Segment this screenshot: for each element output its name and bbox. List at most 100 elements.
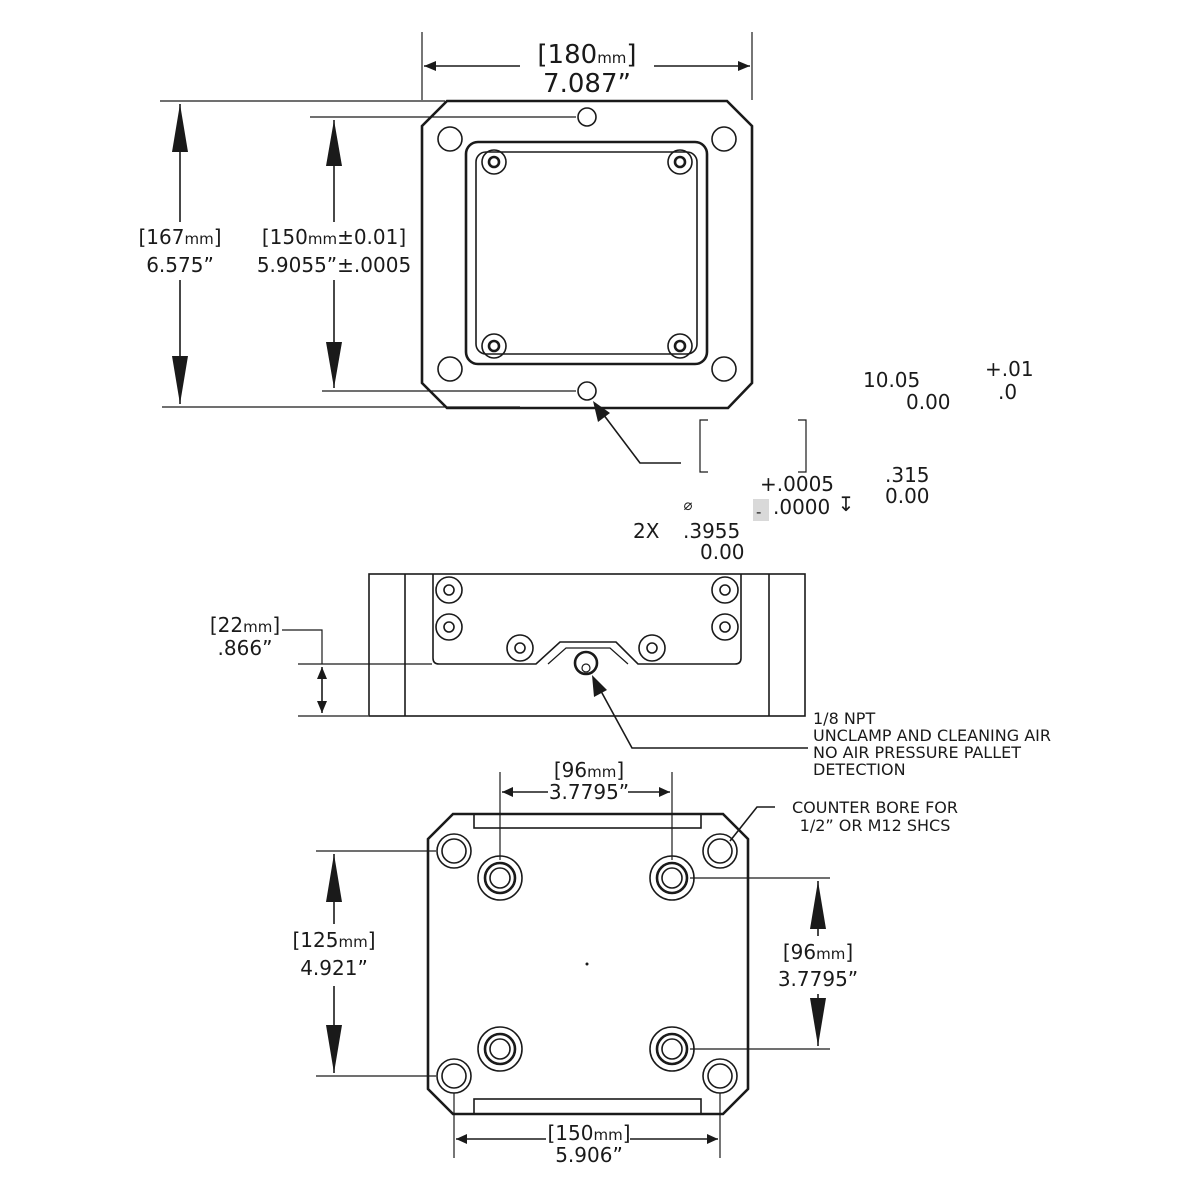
bottom-slot bbox=[473, 1098, 702, 1115]
npt-note-line: 1/8 NPT bbox=[813, 709, 875, 728]
depth-mm-zero: 0.00 bbox=[906, 390, 951, 414]
bottom-width-mm: [150mm] bbox=[547, 1121, 630, 1145]
npt-note-line: NO AIR PRESSURE PALLET bbox=[813, 743, 1021, 762]
side-height-inch: .866” bbox=[218, 636, 273, 660]
hole-diameter: .3955 bbox=[683, 519, 740, 543]
bottom-view: [96mm] 3.7795” COUNTER BORE FOR 1/2” OR … bbox=[292, 758, 958, 1167]
bottom-top-spacing-inch: 3.7795” bbox=[549, 780, 629, 804]
arrow-icon bbox=[810, 998, 826, 1046]
counterbore-note-line: COUNTER BORE FOR bbox=[792, 798, 958, 817]
width-dimension-mm: [180mm] bbox=[537, 40, 636, 70]
npt-note-line: UNCLAMP AND CLEANING AIR bbox=[813, 726, 1051, 745]
height-dimension-mm: [167mm] bbox=[138, 225, 221, 249]
center-mark bbox=[585, 962, 589, 966]
top-plate-outline bbox=[420, 99, 754, 410]
screw-icon bbox=[638, 634, 666, 662]
screw-icon bbox=[667, 149, 693, 175]
screw-icon bbox=[481, 149, 507, 175]
counterbore-icon bbox=[702, 1058, 738, 1094]
screw-icon bbox=[506, 634, 534, 662]
pin-spacing-inch: 5.9055”±.0005 bbox=[257, 253, 411, 277]
clamp-bushing-icon bbox=[649, 855, 695, 901]
leader-line bbox=[595, 681, 808, 749]
screw-icon bbox=[435, 576, 463, 604]
arrow-icon bbox=[424, 61, 436, 71]
hole-tolerance-plus: +.0005 bbox=[760, 472, 834, 496]
screw-icon bbox=[667, 333, 693, 359]
bottom-right-spacing-mm: [96mm] bbox=[783, 940, 853, 964]
arrow-icon bbox=[172, 104, 188, 152]
corner-hole bbox=[437, 356, 463, 382]
arrow-icon bbox=[502, 787, 513, 797]
tolerance-callout: 10.05 +.01 0.00 .0 .315 0.00 +.0005 - .0… bbox=[633, 357, 1034, 564]
minus-highlight bbox=[753, 499, 769, 521]
bracket-right bbox=[798, 419, 807, 473]
top-view: [180mm] 7.087” [167mm] 6.575” [150mm±0.0… bbox=[138, 32, 754, 464]
pin-spacing-mm: [150mm±0.01] bbox=[262, 225, 406, 249]
hole-diameter-zero: 0.00 bbox=[700, 540, 745, 564]
hole-count: 2X bbox=[633, 519, 660, 543]
top-pocket-outer bbox=[464, 140, 709, 366]
bottom-width-inch: 5.906” bbox=[555, 1143, 623, 1167]
counterbore-icon bbox=[436, 833, 472, 869]
arrow-icon bbox=[326, 1025, 342, 1073]
locating-pin-hole bbox=[577, 107, 597, 127]
arrow-icon bbox=[456, 1134, 467, 1144]
arrow-icon bbox=[326, 120, 342, 166]
arrow-icon bbox=[326, 854, 342, 902]
clamp-bushing-icon bbox=[477, 855, 523, 901]
counterbore-icon bbox=[702, 833, 738, 869]
clamp-bushing-icon bbox=[649, 1026, 695, 1072]
air-port-hole bbox=[573, 650, 599, 676]
side-body-outline bbox=[368, 573, 806, 717]
npt-note-line: DETECTION bbox=[813, 760, 906, 779]
diameter-symbol-icon: ⌀ bbox=[683, 496, 692, 514]
hole-tolerance-minus: .0000 bbox=[773, 495, 830, 519]
side-channel-line bbox=[547, 647, 629, 665]
bottom-slot bbox=[473, 813, 702, 829]
leader-line bbox=[596, 405, 681, 464]
arrow-icon bbox=[592, 675, 607, 697]
arrow-icon bbox=[326, 342, 342, 388]
arrow-icon bbox=[738, 61, 750, 71]
arrow-icon bbox=[593, 401, 610, 422]
arrow-icon bbox=[317, 667, 327, 679]
leader-line bbox=[282, 629, 323, 664]
arrow-icon bbox=[810, 881, 826, 929]
side-pocket-outline bbox=[432, 574, 742, 665]
corner-hole bbox=[437, 126, 463, 152]
arrow-icon bbox=[317, 701, 327, 713]
counterbore-note-line: 1/2” OR M12 SHCS bbox=[800, 816, 951, 835]
width-dimension-inch: 7.087” bbox=[543, 69, 631, 99]
bottom-left-spacing-mm: [125mm] bbox=[292, 928, 375, 952]
arrow-icon bbox=[707, 1134, 718, 1144]
air-port-inner bbox=[581, 663, 591, 673]
side-view: [22mm] .866” 1/8 NPT UNCLAMP AND CLEANIN… bbox=[210, 573, 1051, 779]
top-pocket-inner bbox=[475, 151, 698, 355]
bottom-plate-outline bbox=[426, 812, 750, 1116]
depth-inch-value: .315 bbox=[885, 463, 930, 487]
screw-icon bbox=[711, 576, 739, 604]
screw-icon bbox=[711, 613, 739, 641]
clamp-bushing-icon bbox=[477, 1026, 523, 1072]
depth-symbol-icon: ↧ bbox=[838, 492, 855, 516]
corner-hole bbox=[711, 126, 737, 152]
bottom-left-spacing-inch: 4.921” bbox=[300, 956, 368, 980]
depth-inch-zero: 0.00 bbox=[885, 484, 930, 508]
minus-sign: - bbox=[756, 503, 761, 521]
arrow-icon bbox=[659, 787, 670, 797]
depth-mm-minus: .0 bbox=[998, 380, 1017, 404]
depth-mm-plus: +.01 bbox=[985, 357, 1034, 381]
locating-pin-hole bbox=[577, 381, 597, 401]
screw-icon bbox=[435, 613, 463, 641]
height-dimension-inch: 6.575” bbox=[146, 253, 214, 277]
screw-icon bbox=[481, 333, 507, 359]
counterbore-icon bbox=[436, 1058, 472, 1094]
bottom-top-spacing-mm: [96mm] bbox=[554, 758, 624, 782]
arrow-icon bbox=[172, 356, 188, 404]
leader-line bbox=[729, 806, 775, 842]
depth-mm-value: 10.05 bbox=[863, 368, 920, 392]
bracket-left bbox=[699, 419, 708, 473]
corner-hole bbox=[711, 356, 737, 382]
